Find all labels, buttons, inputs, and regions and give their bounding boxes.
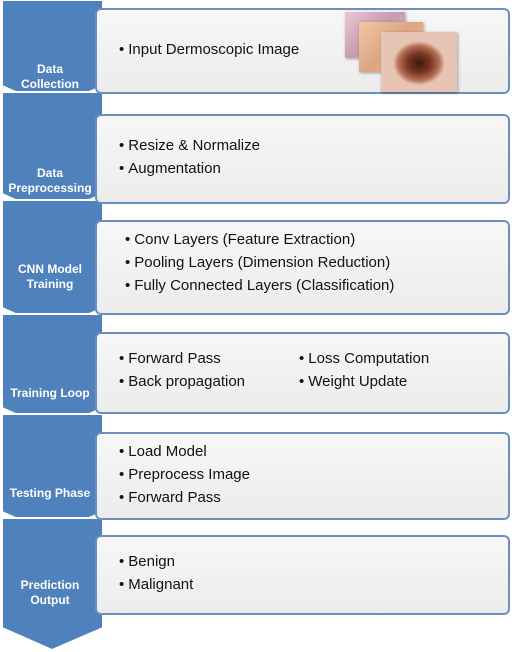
label-line: Output xyxy=(30,593,70,607)
chevron-column xyxy=(1,0,104,652)
label-line: CNN Model xyxy=(18,262,82,276)
chevron-testing-phase xyxy=(1,413,104,536)
label-line: Testing Phase xyxy=(9,486,91,500)
bullet-list: Resize & Normalize Augmentation xyxy=(119,134,260,180)
bullet-list: Benign Malignant xyxy=(119,550,193,596)
bullet-item: Input Dermoscopic Image xyxy=(119,38,299,61)
bullet-item: Preprocess Image xyxy=(119,463,250,486)
panel-data-preprocessing: Resize & Normalize Augmentation xyxy=(95,114,510,204)
bullet-item: Loss Computation xyxy=(299,347,429,370)
label-testing-phase: Testing Phase xyxy=(0,486,100,501)
bullet-item: Fully Connected Layers (Classification) xyxy=(125,274,394,297)
panel-cnn-training: Conv Layers (Feature Extraction) Pooling… xyxy=(95,220,510,315)
label-line: Data xyxy=(36,166,63,180)
label-line: Preprocessing xyxy=(8,181,92,195)
bullet-list: Conv Layers (Feature Extraction) Pooling… xyxy=(125,228,394,297)
dermoscopic-lesion-photo xyxy=(381,32,457,92)
bullet-item: Forward Pass xyxy=(119,486,250,509)
bullet-item: Resize & Normalize xyxy=(119,134,260,157)
chevron-training-loop xyxy=(1,313,104,432)
bullet-list: Forward Pass Back propagation xyxy=(119,347,245,393)
panel-training-loop: Forward Pass Back propagation Loss Compu… xyxy=(95,332,510,414)
chevron-data-preprocessing xyxy=(1,91,104,218)
label-line: Prediction xyxy=(20,578,80,592)
label-prediction-output: Prediction Output xyxy=(0,578,100,608)
bullet-item: Back propagation xyxy=(119,370,245,393)
label-line: Training xyxy=(26,277,74,291)
label-line: Training Loop xyxy=(10,386,90,400)
bullet-item: Benign xyxy=(119,550,193,573)
panel-data-collection: Input Dermoscopic Image xyxy=(95,8,510,94)
label-line: Data xyxy=(36,62,63,76)
panel-testing-phase: Load Model Preprocess Image Forward Pass xyxy=(95,432,510,520)
chevron-prediction-output xyxy=(1,517,104,652)
label-cnn-training: CNN Model Training xyxy=(0,262,100,292)
bullet-item: Forward Pass xyxy=(119,347,245,370)
bullet-item: Weight Update xyxy=(299,370,429,393)
bullet-item: Conv Layers (Feature Extraction) xyxy=(125,228,394,251)
bullet-list: Load Model Preprocess Image Forward Pass xyxy=(119,440,250,509)
bullet-item: Malignant xyxy=(119,573,193,596)
label-data-preprocessing: Data Preprocessing xyxy=(0,166,100,196)
bullet-item: Augmentation xyxy=(119,157,260,180)
bullet-list-second-column: Loss Computation Weight Update xyxy=(299,347,429,393)
panel-prediction-output: Benign Malignant xyxy=(95,535,510,615)
label-line: Collection xyxy=(20,77,79,91)
bullet-item: Load Model xyxy=(119,440,250,463)
bullet-list: Input Dermoscopic Image xyxy=(119,38,299,61)
bullet-item: Pooling Layers (Dimension Reduction) xyxy=(125,251,394,274)
label-training-loop: Training Loop xyxy=(0,386,100,401)
label-data-collection: Data Collection xyxy=(0,62,100,92)
